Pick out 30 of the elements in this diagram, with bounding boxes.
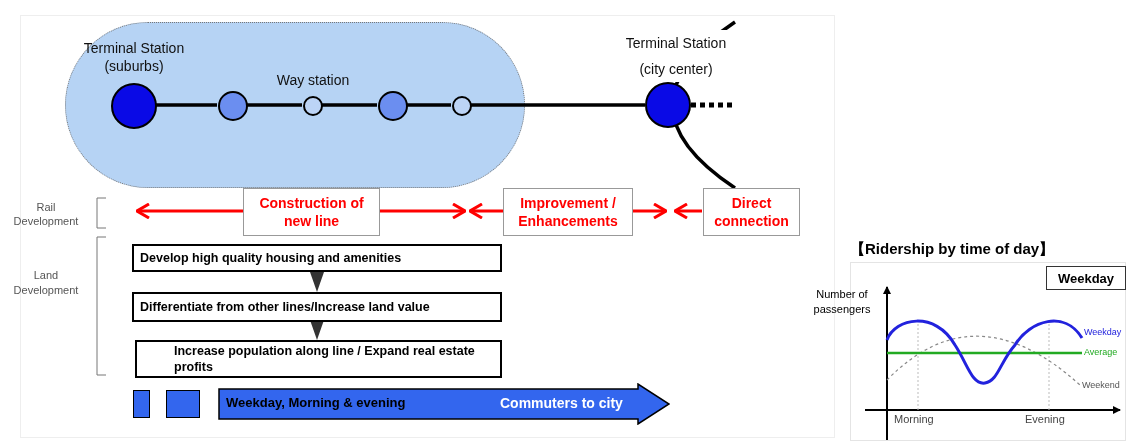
block-square bbox=[133, 390, 150, 418]
arrow-label: Commuters to city bbox=[500, 395, 623, 411]
series-label: Average bbox=[1084, 347, 1119, 359]
flow-arrow bbox=[310, 320, 324, 340]
rail-line bbox=[407, 103, 451, 107]
block-square bbox=[166, 390, 200, 418]
stage-label-box: Direct connection bbox=[703, 188, 800, 236]
series-label: Weekday bbox=[1084, 327, 1123, 339]
arrow-label: Weekday, Morning & evening bbox=[226, 395, 406, 410]
stage-label-box: Construction of new line bbox=[243, 188, 380, 236]
step-box: Increase population along line / Expand real estate profits bbox=[135, 340, 502, 378]
step-box: Develop high quality housing and amenities bbox=[132, 244, 502, 272]
rail-line bbox=[247, 103, 302, 107]
rail-line bbox=[322, 103, 377, 107]
axis-title: Number of passengers bbox=[812, 287, 872, 317]
section-label: Rail Development bbox=[12, 200, 80, 229]
stage-label-box: Improvement / Enhancements bbox=[503, 188, 633, 236]
axis-tick-label: Morning bbox=[894, 413, 935, 427]
rail-line bbox=[156, 103, 217, 107]
station-label: Way station bbox=[275, 71, 351, 89]
station-label: Terminal Station (suburbs) bbox=[82, 39, 186, 75]
chart-tag: Weekday bbox=[1046, 266, 1126, 290]
axis-tick-label: Evening bbox=[1025, 413, 1066, 427]
chart-title: 【Ridership by time of day】 bbox=[850, 240, 1056, 259]
continuation-line bbox=[691, 102, 735, 108]
step-box: Differentiate from other lines/Increase land value bbox=[132, 292, 502, 322]
rail-line bbox=[471, 103, 645, 107]
series-label: Weekend bbox=[1082, 380, 1121, 392]
flow-arrow bbox=[310, 272, 324, 292]
section-label: Land Development bbox=[12, 268, 80, 298]
